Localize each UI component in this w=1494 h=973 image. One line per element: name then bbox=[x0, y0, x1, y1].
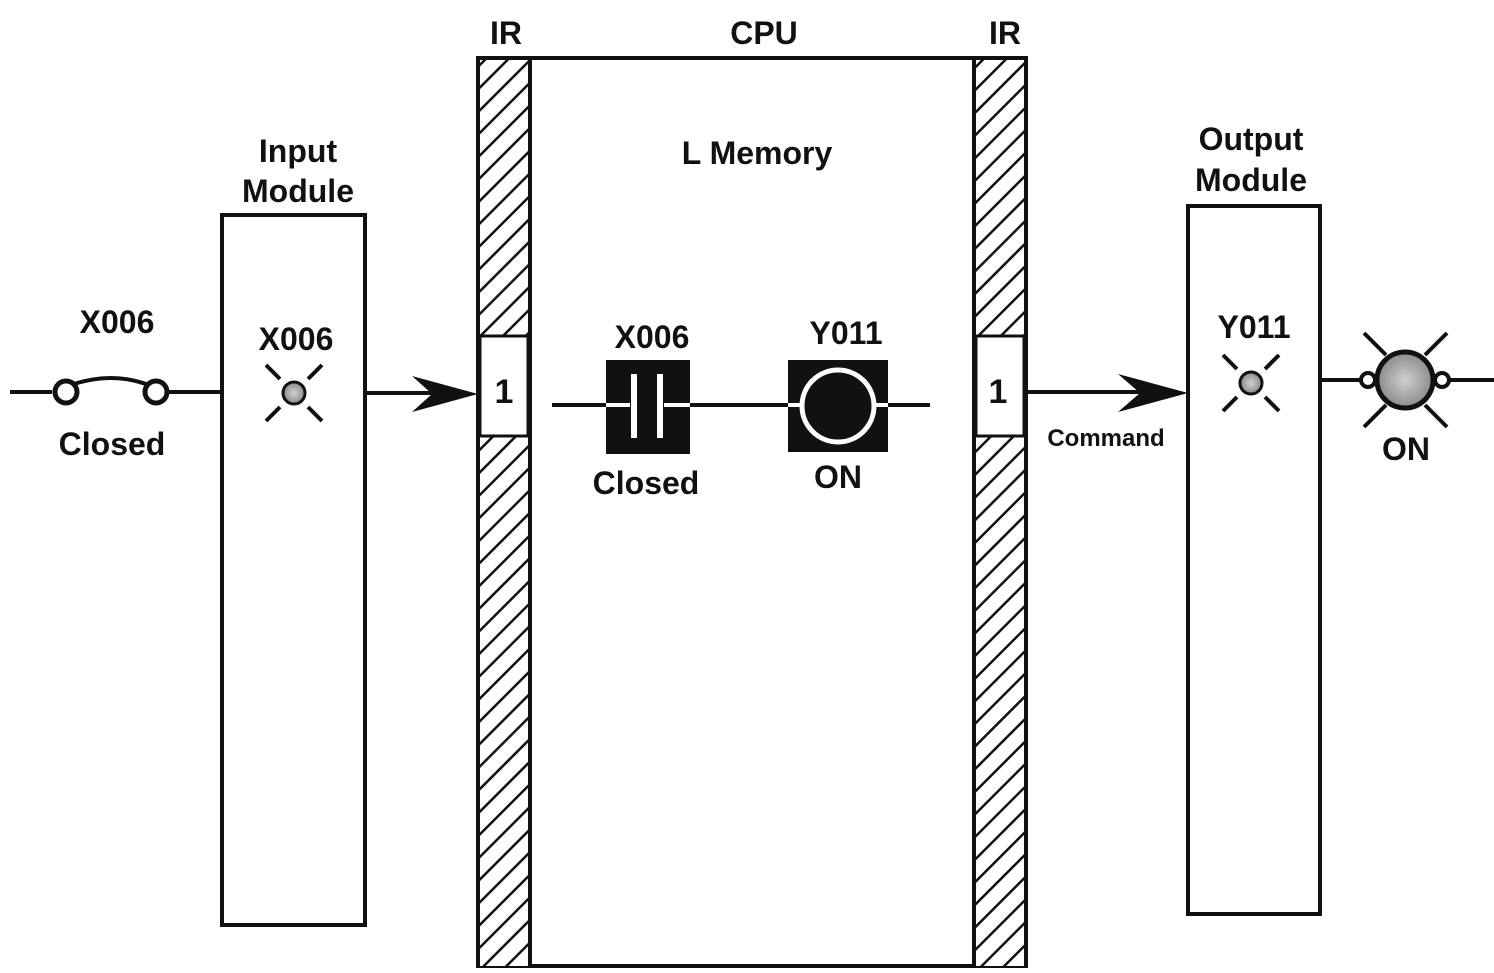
ir-right-bit: 1 bbox=[989, 373, 1008, 411]
ir-right-bit-cell bbox=[974, 334, 1026, 438]
input-module-title-line1: Input bbox=[259, 133, 338, 169]
arrow-input-to-ir-icon bbox=[365, 376, 478, 412]
output-module-box bbox=[1186, 204, 1322, 916]
ir-right-table bbox=[972, 56, 1028, 970]
switch-terminal-left bbox=[52, 378, 80, 406]
ir-left-bit-cell bbox=[478, 334, 530, 438]
arrow-ir-to-output-icon bbox=[1026, 374, 1188, 412]
coil-state: ON bbox=[814, 459, 862, 495]
ir-left-table bbox=[476, 56, 532, 970]
input-module-indicator-label: X006 bbox=[259, 321, 334, 357]
coil-label: Y011 bbox=[810, 315, 883, 351]
cpu-title: CPU bbox=[730, 15, 798, 51]
cpu-ir-left-label: IR bbox=[490, 15, 522, 51]
field-lamp-icon bbox=[1320, 331, 1494, 429]
output-module-title-line2: Module bbox=[1195, 162, 1307, 198]
output-module-title-line1: Output bbox=[1199, 121, 1304, 157]
switch-blade bbox=[73, 376, 147, 386]
l-memory-area bbox=[528, 56, 976, 968]
field-switch-state: Closed bbox=[59, 426, 166, 462]
field-lamp-state: ON bbox=[1382, 431, 1430, 467]
output-module-indicator-label: Y011 bbox=[1218, 309, 1291, 345]
contact-label: X006 bbox=[615, 319, 690, 355]
cpu-ir-right-label: IR bbox=[989, 15, 1021, 51]
input-led-icon bbox=[264, 363, 324, 423]
coil-y011-icon bbox=[788, 360, 888, 452]
ir-left-bit: 1 bbox=[495, 373, 514, 411]
cpu-block: IR CPU IR 1 L Memory 1 X006 Closed bbox=[476, 15, 1028, 970]
input-module-box bbox=[220, 213, 367, 927]
command-label: Command bbox=[1047, 425, 1164, 452]
contact-state: Closed bbox=[593, 465, 700, 501]
input-module: Input Module X006 bbox=[220, 133, 367, 927]
field-switch: X006 Closed bbox=[10, 304, 222, 462]
contact-x006-icon bbox=[606, 360, 690, 454]
field-switch-label: X006 bbox=[80, 304, 155, 340]
l-memory-label: L Memory bbox=[682, 135, 833, 171]
output-led-icon bbox=[1221, 353, 1281, 413]
output-module: Output Module Y011 bbox=[1186, 121, 1322, 916]
input-module-title-line2: Module bbox=[242, 173, 354, 209]
switch-terminal-right bbox=[142, 378, 170, 406]
